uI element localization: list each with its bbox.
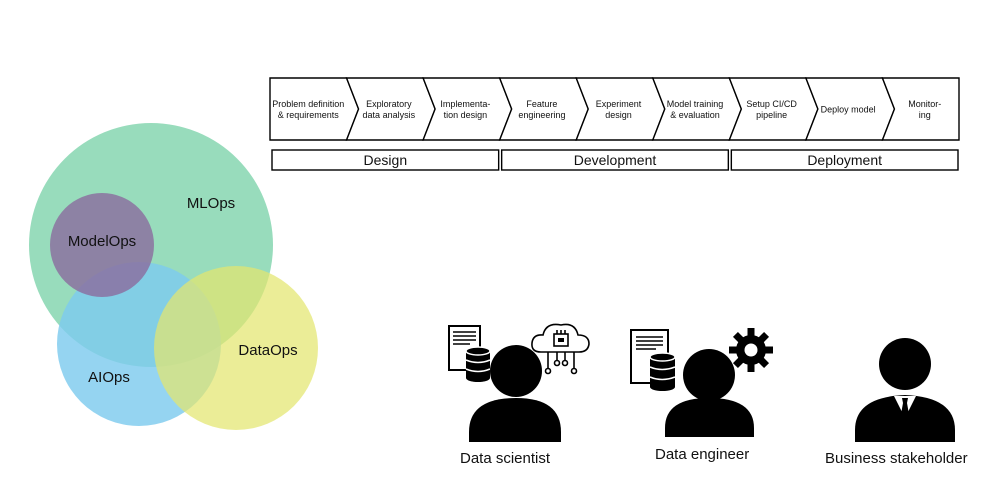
pipeline-step-chevron bbox=[651, 77, 743, 141]
pipeline-step-label: Model training bbox=[667, 99, 724, 109]
pipeline-step-label: design bbox=[605, 110, 632, 120]
data-engineer-figure bbox=[630, 328, 773, 437]
necktie-icon bbox=[900, 398, 910, 425]
pipeline-step-label: ing bbox=[919, 110, 931, 120]
role-label-data-scientist: Data scientist bbox=[460, 450, 551, 467]
data-scientist-person-icon bbox=[469, 345, 561, 442]
pipeline-step-chevron bbox=[345, 77, 436, 141]
venn-circle-modelops bbox=[50, 193, 154, 297]
pipeline-step-label: Experiment bbox=[596, 99, 642, 109]
business-stakeholder-person-icon bbox=[855, 338, 955, 442]
database-icon bbox=[465, 346, 491, 382]
pipeline-step-label: & evaluation bbox=[670, 110, 720, 120]
data-scientist-figure bbox=[448, 323, 590, 442]
pipeline-step-label: engineering bbox=[518, 110, 565, 120]
phase-box bbox=[271, 149, 500, 171]
phase-box bbox=[500, 149, 730, 171]
pipeline-step-chevron bbox=[728, 77, 819, 141]
pipeline-step-chevron bbox=[881, 77, 960, 141]
phase-box bbox=[730, 149, 959, 171]
pipeline-step-chevron bbox=[575, 77, 666, 141]
venn-circle-dataops bbox=[154, 266, 318, 430]
phase-label: Deployment bbox=[807, 152, 882, 168]
data-engineer-person-icon bbox=[665, 349, 754, 437]
pipeline-step: Deploy model bbox=[804, 77, 896, 141]
venn-label-mlops: MLOps bbox=[187, 195, 235, 212]
pipeline-step-label: Setup CI/CD bbox=[746, 99, 797, 109]
pipeline-step-label: & requirements bbox=[278, 110, 340, 120]
business-stakeholder-figure bbox=[855, 338, 955, 442]
pipeline-phases: Design Development Deployment bbox=[271, 149, 959, 171]
gear-icon bbox=[729, 328, 773, 372]
pipeline-step-label: Problem definition bbox=[272, 99, 344, 109]
pipeline-step: Model training& evaluation bbox=[651, 77, 743, 141]
pipeline-step-label: Exploratory bbox=[366, 99, 412, 109]
role-label-data-engineer: Data engineer bbox=[655, 446, 750, 463]
pipeline-step-label: Feature bbox=[526, 99, 557, 109]
venn-label-modelops: ModelOps bbox=[68, 233, 136, 250]
pipeline-step-label: tion design bbox=[444, 110, 488, 120]
venn-label-aiops: AIOps bbox=[88, 369, 130, 386]
pipeline-step: Monitor-ing bbox=[881, 77, 960, 141]
role-label-business-stakeholder: Business stakeholder bbox=[825, 450, 968, 467]
database-icon bbox=[649, 352, 676, 391]
cloud-chip-icon bbox=[531, 323, 590, 375]
pipeline-step: Implementa-tion design bbox=[422, 77, 513, 141]
pipeline-step-label: pipeline bbox=[756, 110, 787, 120]
pipeline-step-chevron bbox=[269, 77, 360, 141]
venn-diagram: MLOps ModelOps AIOps DataOps bbox=[29, 123, 318, 430]
pipeline-step-chevron bbox=[498, 77, 589, 141]
pipeline-step-label: data analysis bbox=[363, 110, 416, 120]
pipeline-steps: Problem definition& requirementsExplorat… bbox=[269, 77, 960, 141]
venn-label-dataops: DataOps bbox=[238, 342, 297, 359]
phase-label: Design bbox=[364, 152, 408, 168]
phase-label: Development bbox=[574, 152, 657, 168]
pipeline-step-label: Monitor- bbox=[908, 99, 941, 109]
pipeline-step-label: Implementa- bbox=[440, 99, 490, 109]
pipeline-step-label: Deploy model bbox=[821, 105, 876, 115]
pipeline-step-chevron bbox=[422, 77, 513, 141]
pipeline-step: Problem definition& requirements bbox=[269, 77, 360, 141]
